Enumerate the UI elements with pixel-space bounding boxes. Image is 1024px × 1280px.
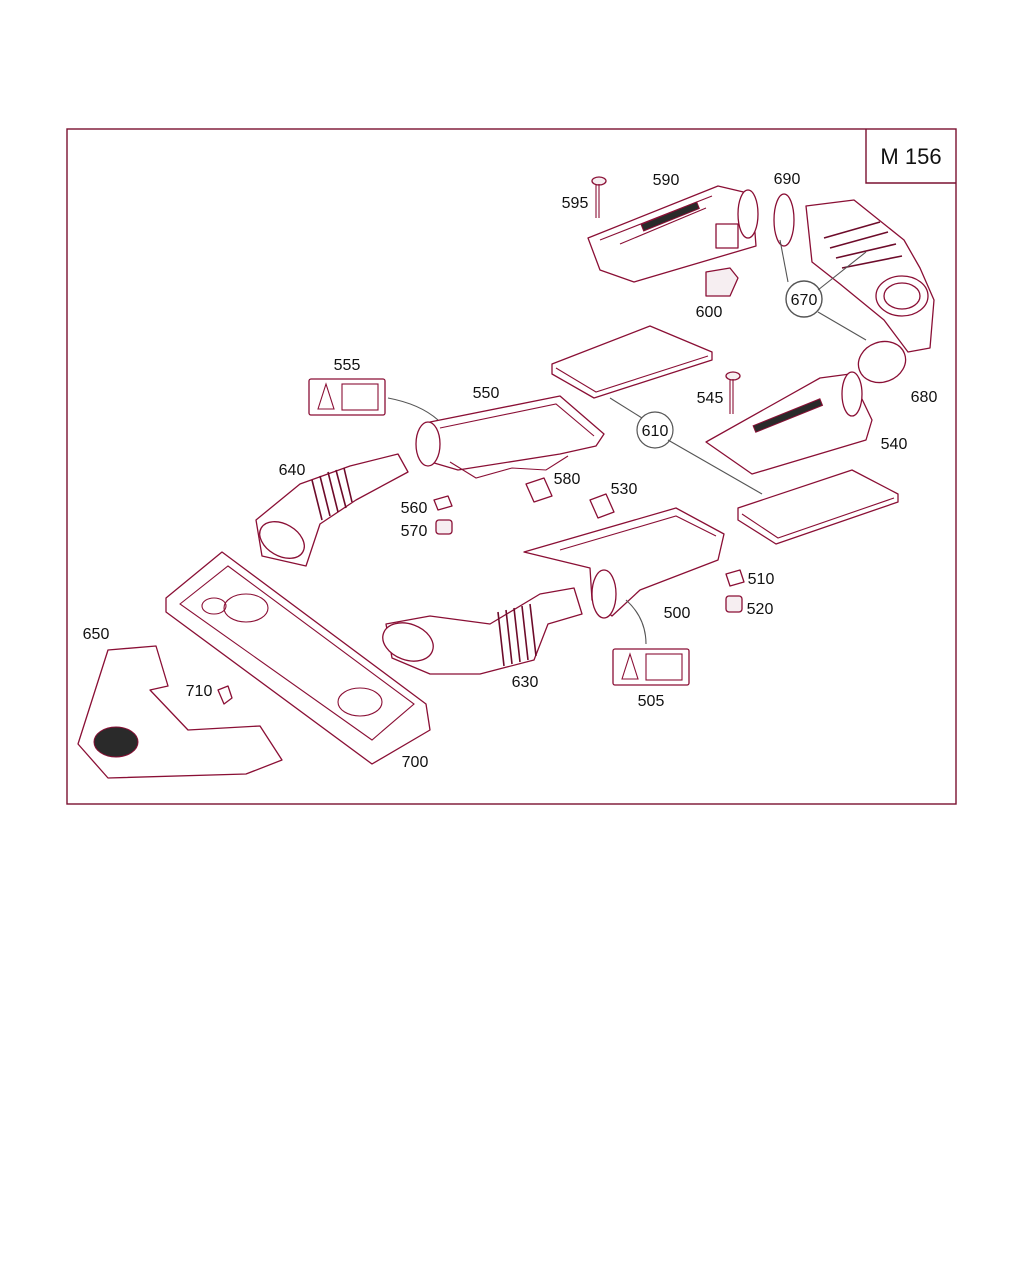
callout-610-label: 610 — [642, 423, 669, 440]
callout-580-label: 580 — [554, 471, 581, 488]
model-code-box: M 156 — [865, 129, 956, 184]
part-550-air-filter-housing[interactable] — [415, 395, 605, 479]
part-intake-duct-right[interactable] — [805, 199, 935, 353]
part-640-intake-hose[interactable] — [253, 453, 409, 567]
callout-545-label: 545 — [697, 390, 724, 407]
model-code: M 156 — [880, 144, 941, 169]
callout-640-label: 640 — [279, 462, 306, 479]
callout-560-label: 560 — [401, 500, 428, 517]
callout-670 — [779, 239, 867, 341]
part-610-filter-element-lower[interactable] — [737, 469, 899, 545]
part-580-bracket[interactable] — [525, 477, 553, 503]
callout-510-label: 510 — [748, 571, 775, 588]
callout-630-label: 630 — [512, 674, 539, 691]
part-540-air-filter-cover[interactable] — [705, 371, 873, 475]
part-505-warning-label[interactable] — [612, 648, 690, 686]
callout-680-label: 680 — [911, 389, 938, 406]
callout-500-label: 500 — [664, 605, 691, 622]
callout-555-label: 555 — [334, 357, 361, 374]
part-570-grommet[interactable] — [435, 519, 453, 535]
callout-610 — [609, 397, 763, 495]
part-545-bolt[interactable] — [725, 371, 741, 414]
callout-700-label: 700 — [402, 754, 429, 771]
callout-710-label: 710 — [186, 683, 213, 700]
part-690-hose-clamp[interactable] — [773, 193, 795, 247]
part-600-pad[interactable] — [705, 267, 739, 297]
callout-530-label: 530 — [611, 481, 638, 498]
callout-540-label: 540 — [881, 436, 908, 453]
leader-555 — [387, 397, 439, 421]
diagram-frame — [66, 128, 957, 805]
part-555-warning-label[interactable] — [308, 378, 386, 416]
part-530-bracket[interactable] — [589, 493, 615, 519]
part-510-clip[interactable] — [725, 569, 745, 587]
part-630-intake-hose[interactable] — [377, 587, 583, 675]
callout-550-label: 550 — [473, 385, 500, 402]
part-710-clip[interactable] — [217, 685, 233, 705]
callout-600-label: 600 — [696, 304, 723, 321]
callout-590-label: 590 — [653, 172, 680, 189]
callout-670-label: 670 — [791, 292, 818, 309]
leader-505 — [625, 599, 647, 645]
part-650-engine-cover[interactable] — [77, 645, 283, 779]
part-680-seal[interactable] — [853, 335, 912, 389]
callout-570-label: 570 — [401, 523, 428, 540]
part-610-filter-element-upper[interactable] — [551, 325, 713, 399]
callout-650-label: 650 — [83, 626, 110, 643]
callout-690-label: 690 — [774, 171, 801, 188]
part-700-air-guide-tray[interactable] — [165, 551, 431, 765]
part-595-bolt[interactable] — [591, 176, 607, 218]
part-590-air-filter-cover[interactable] — [587, 185, 759, 283]
callout-505-label: 505 — [638, 693, 665, 710]
callout-595-label: 595 — [562, 195, 589, 212]
part-520-grommet[interactable] — [725, 595, 743, 613]
part-500-air-filter-housing[interactable] — [523, 507, 725, 619]
part-560-clip[interactable] — [433, 495, 453, 511]
callout-520-label: 520 — [747, 601, 774, 618]
